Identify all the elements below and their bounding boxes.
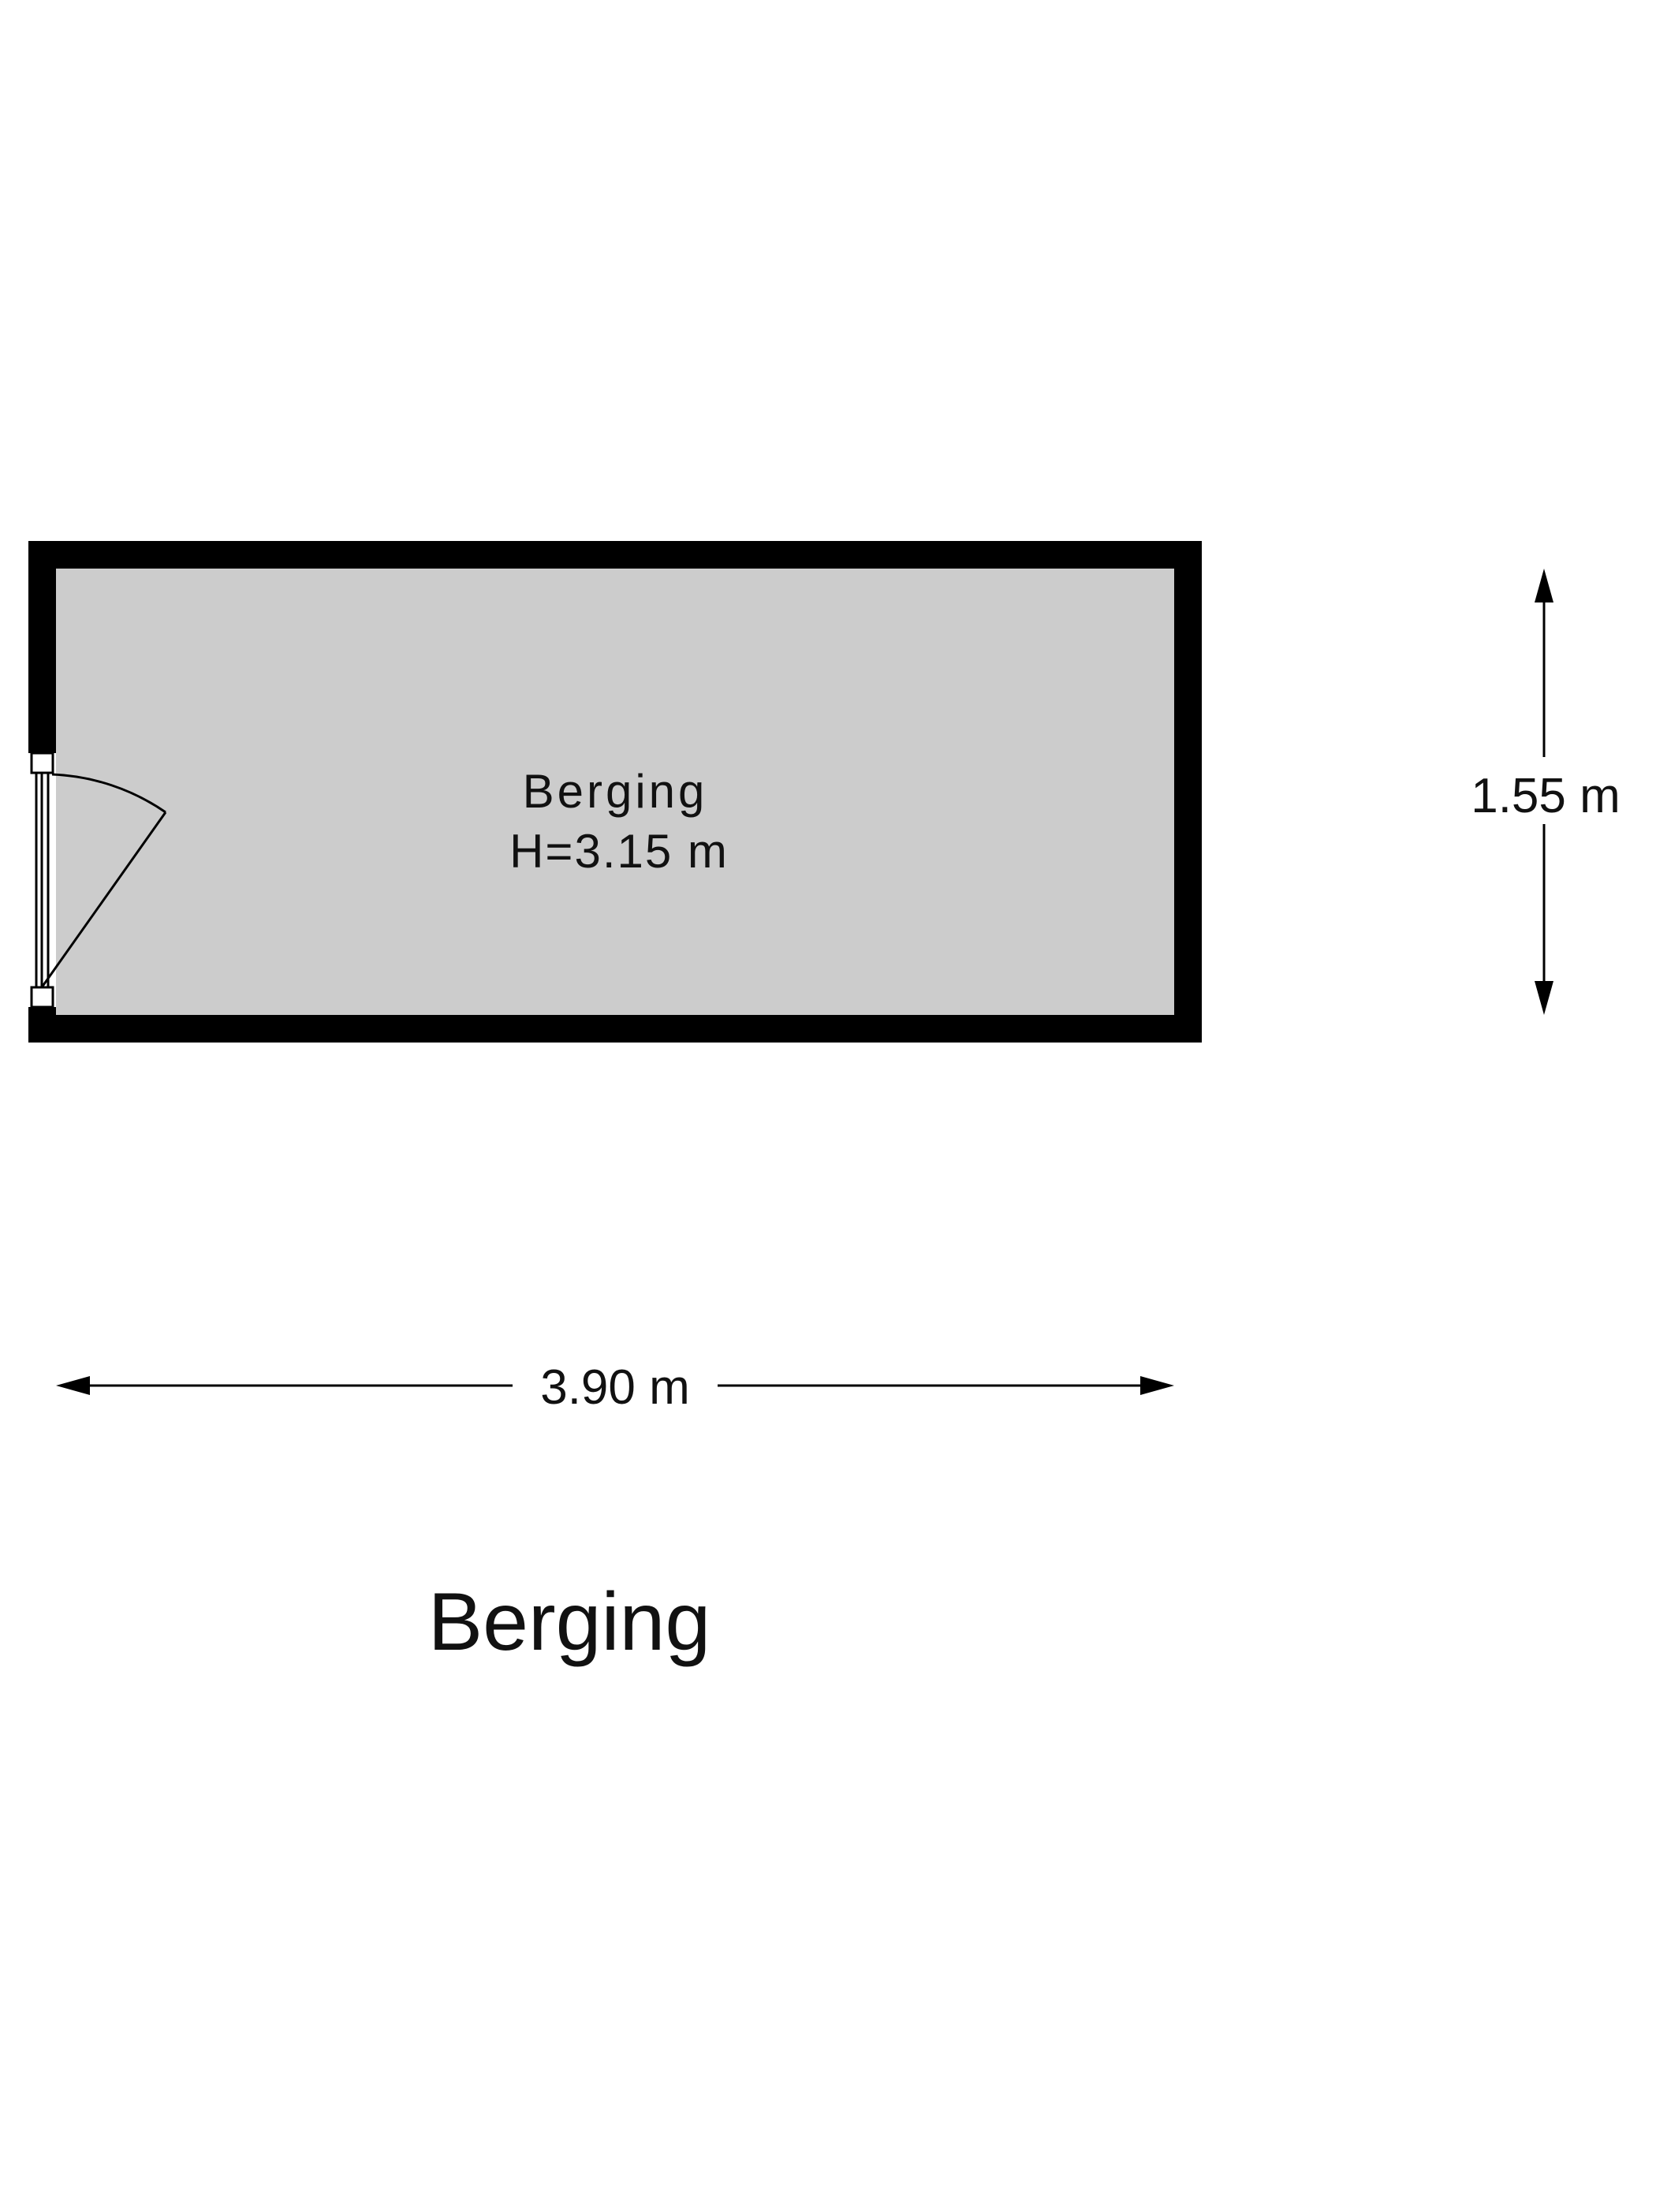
width-label: 3.90 m <box>540 1360 690 1415</box>
door-swing-arc <box>51 773 166 814</box>
arrowhead-icon <box>1535 569 1553 602</box>
arrowhead-icon <box>1140 1376 1174 1395</box>
room-height-label: H=3.15 m <box>509 825 729 878</box>
door-jamb-bottom <box>30 986 54 1009</box>
door-swing-icon <box>28 752 167 1009</box>
depth-dimension: 1.55 m <box>1471 569 1621 1015</box>
door-leaf <box>40 811 167 988</box>
arrowhead-icon <box>1535 981 1553 1015</box>
width-dimension: 3.90 m <box>56 1360 1174 1415</box>
room-name-label: Berging <box>523 765 708 818</box>
arrowhead-icon <box>56 1376 90 1395</box>
room-berging: Berging H=3.15 m <box>28 541 1202 1043</box>
depth-label: 1.55 m <box>1471 769 1621 823</box>
floor-title: Berging <box>428 1576 711 1668</box>
room-floor <box>56 569 1174 1015</box>
door-jamb-top <box>30 752 54 774</box>
